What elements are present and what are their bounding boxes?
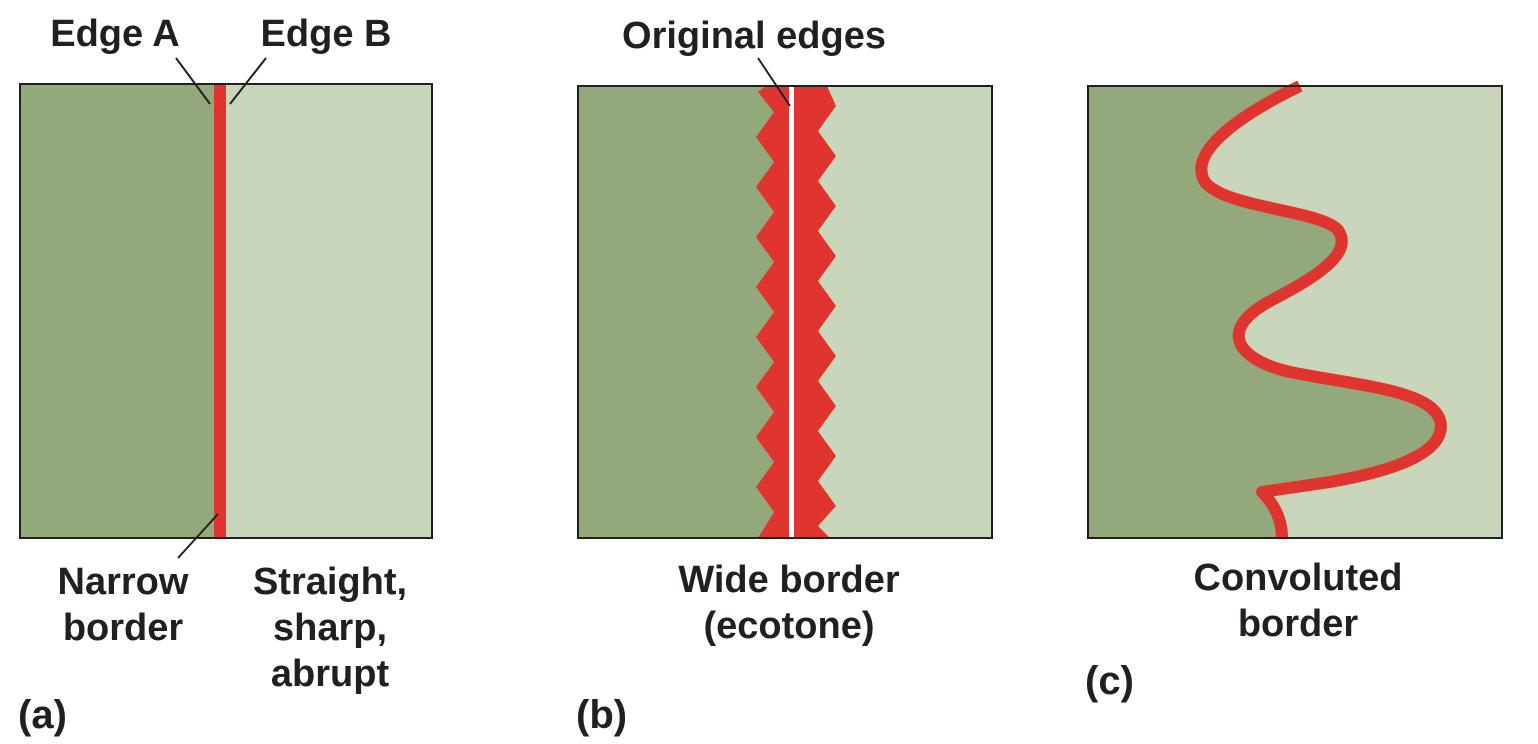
- panel-b-original-edges-line: [789, 86, 794, 538]
- panel-b-frame: [577, 85, 993, 539]
- straight-label-line3: abrupt: [271, 653, 390, 695]
- panel-a-narrow-border: [214, 84, 226, 538]
- panel-c-convoluted-border: [1195, 80, 1447, 539]
- original-edges-leader: [757, 57, 791, 107]
- edge-b-label: Edge B: [261, 13, 392, 55]
- wide-border-label-line1: Wide border: [678, 559, 900, 601]
- narrow-border-label-line1: Narrow: [58, 561, 189, 603]
- panel-c: Convoluted border (c): [1085, 80, 1503, 703]
- edge-b-leader: [229, 57, 267, 105]
- panel-c-letter: (c): [1085, 659, 1134, 703]
- panel-a: Edge A Edge B Narrow border Straight, sh…: [18, 13, 433, 737]
- straight-label-line1: Straight,: [253, 561, 407, 603]
- original-edges-label: Original edges: [622, 15, 886, 57]
- narrow-border-label-line2: border: [63, 607, 184, 649]
- edge-a-leader: [175, 57, 211, 105]
- panel-b: Original edges Wide border (ecotone) (b): [576, 15, 993, 737]
- straight-label-line2: sharp,: [273, 607, 387, 649]
- panel-c-frame: [1087, 85, 1503, 539]
- panel-c-dark-patch: [1088, 86, 1441, 538]
- panel-a-frame: [19, 83, 433, 539]
- edge-a-label: Edge A: [50, 13, 180, 55]
- narrow-border-leader: [177, 513, 219, 559]
- convoluted-label-line2: border: [1238, 603, 1359, 645]
- panel-b-letter: (b): [576, 693, 627, 737]
- convoluted-label-line1: Convoluted: [1194, 557, 1403, 599]
- panel-a-light-patch: [226, 84, 432, 538]
- panel-a-letter: (a): [18, 693, 67, 737]
- panel-b-ecotone-band: [756, 86, 836, 538]
- wide-border-label-line2: (ecotone): [704, 605, 875, 647]
